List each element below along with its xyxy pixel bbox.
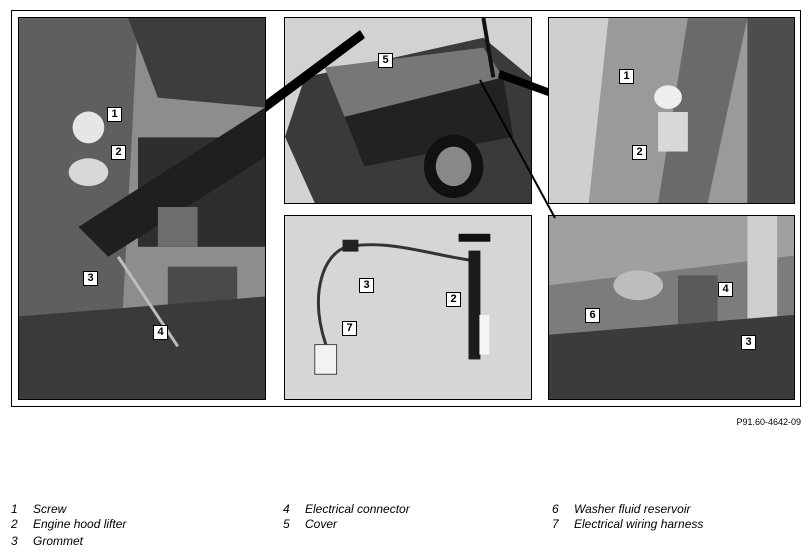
callout-7: 7 <box>342 321 357 336</box>
callout-5: 5 <box>378 53 393 68</box>
callout-3: 3 <box>359 278 374 293</box>
callout-6: 6 <box>585 308 600 323</box>
callout-1: 1 <box>619 69 634 84</box>
callout-2: 2 <box>632 145 647 160</box>
photo-hood-lifter-top: 1 2 <box>548 17 795 204</box>
photo-car-open-hood: 5 <box>284 17 532 204</box>
figure-id: P91.60-4642-09 <box>736 417 801 427</box>
callout-4: 4 <box>718 282 733 297</box>
photo-lifter-part: 3 2 7 <box>284 215 532 400</box>
callout-1: 1 <box>107 107 122 122</box>
photo-connector-area: 4 6 3 <box>548 215 795 400</box>
callout-3: 3 <box>741 335 756 350</box>
callout-2: 2 <box>111 145 126 160</box>
photo-hood-hinge-area: 1 2 3 4 <box>18 17 266 400</box>
callout-4: 4 <box>153 325 168 340</box>
callout-2: 2 <box>446 292 461 307</box>
callout-3: 3 <box>83 271 98 286</box>
